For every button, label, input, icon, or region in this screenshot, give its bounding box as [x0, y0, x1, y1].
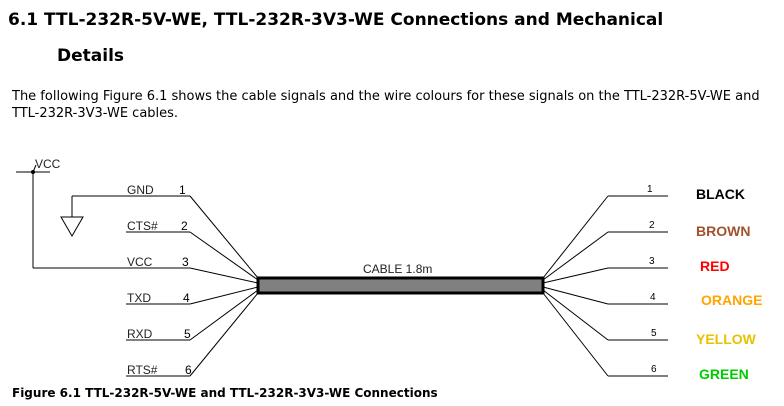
right-fan-wire-4: [542, 286, 609, 305]
right-pin-1: 1: [647, 184, 653, 195]
figure-caption: Figure 6.1 TTL-232R-5V-WE and TTL-232R-3…: [12, 386, 438, 400]
left-fan-wire-4: [189, 286, 259, 305]
right-fan-wire-2: [542, 231, 609, 281]
left-signal-4: TXD: [127, 291, 151, 305]
wire-colour-6: GREEN: [699, 366, 749, 382]
cable-label: CABLE 1.8m: [363, 262, 432, 276]
left-signal-5: RXD: [127, 327, 153, 341]
left-pin-3: 3: [182, 255, 189, 269]
wire-colour-4: ORANGE: [701, 292, 762, 308]
right-pin-4: 4: [650, 292, 656, 303]
left-fan-wire-5: [189, 289, 259, 341]
wire-colour-3: RED: [700, 258, 730, 274]
left-signal-6: RTS#: [127, 363, 158, 377]
intro-paragraph: The following Figure 6.1 shows the cable…: [12, 89, 760, 121]
left-pin-1: 1: [179, 183, 186, 197]
wire-colour-1: BLACK: [696, 186, 745, 202]
section-heading: 6.1 TTL-232R-5V-WE, TTL-232R-3V3-WE Conn…: [8, 12, 663, 29]
left-fan-wire-2: [189, 231, 259, 281]
left-signal-2: CTS#: [127, 219, 158, 233]
wire-colour-2: BROWN: [696, 223, 750, 239]
wire-colour-5: YELLOW: [696, 331, 757, 347]
right-pin-2: 2: [649, 220, 655, 231]
left-signal-1: GND: [127, 183, 154, 197]
right-pin-6: 6: [651, 364, 657, 375]
section-number: 6.1: [8, 10, 39, 30]
right-pin-5: 5: [651, 328, 657, 339]
left-fan-wire-3: [189, 267, 259, 284]
right-fan-wire-3: [542, 267, 609, 284]
vcc-label: VCC: [35, 157, 61, 171]
right-fan-wire-5: [542, 289, 609, 341]
left-pin-4: 4: [183, 291, 190, 305]
left-fan-wire-6: [189, 292, 259, 377]
section-title-line1: TTL-232R-5V-WE, TTL-232R-3V3-WE Connecti…: [44, 10, 664, 30]
section-title-line2: Details: [57, 46, 125, 66]
left-signal-3: VCC: [127, 255, 153, 269]
left-pin-5: 5: [184, 327, 191, 341]
left-fan-wire-1: [189, 195, 259, 279]
right-fan-wire-6: [542, 292, 609, 377]
left-pin-2: 2: [181, 219, 188, 233]
ground-symbol-icon: [60, 216, 84, 237]
right-pin-3: 3: [649, 256, 655, 267]
left-pin-6: 6: [185, 363, 192, 377]
right-fan-wire-1: [542, 195, 609, 279]
vcc-tick: [32, 164, 37, 173]
cable-body: [256, 276, 545, 295]
